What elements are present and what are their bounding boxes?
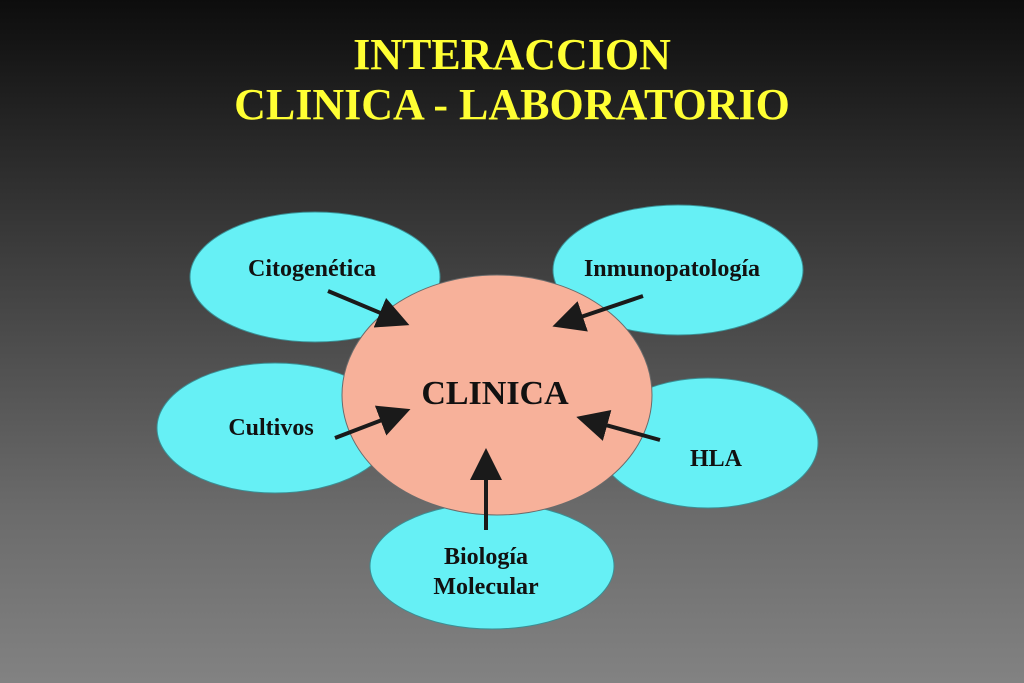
node-clinica-center: [341, 274, 653, 516]
label-citogenetica: Citogenética: [248, 256, 376, 282]
arrow-citogenetica: [327, 289, 410, 328]
label-inmunopatologia: Inmunopatología: [584, 256, 760, 282]
label-cultivos: Cultivos: [228, 415, 313, 441]
title-line-1: INTERACCION: [353, 30, 671, 79]
arrow-hla: [576, 409, 661, 442]
label-clinica: CLINICA: [421, 375, 569, 412]
node-inmunopatologia: [552, 204, 804, 336]
title-line-2: CLINICA - LABORATORIO: [234, 80, 790, 129]
label-hla: HLA: [690, 446, 743, 472]
arrow-inmunopatologia: [552, 294, 644, 332]
label-biologia-line-2: Molecular: [433, 574, 539, 600]
arrow-cultivos: [334, 405, 411, 440]
label-biologia-line-1: Biología: [444, 544, 528, 570]
slide-title: INTERACCION CLINICA - LABORATORIO: [0, 30, 1024, 130]
